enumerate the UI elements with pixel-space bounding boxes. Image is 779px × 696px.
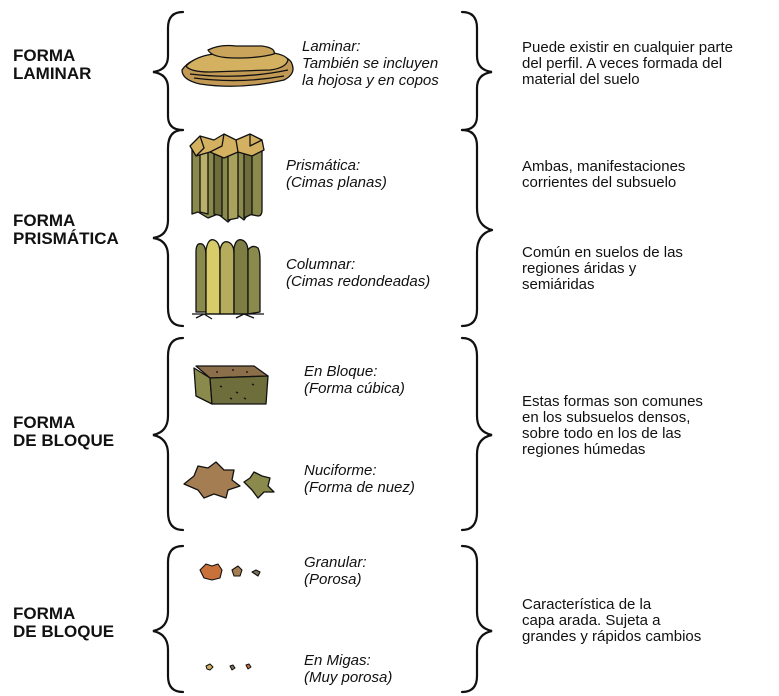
- left-brace-granular: [152, 544, 185, 694]
- group-title-block: FORMA DE BLOQUE: [13, 413, 115, 450]
- granular-soil-icon: [199, 563, 261, 581]
- type-label-columnar: Columnar: (Cimas redondeadas): [286, 256, 431, 290]
- laminar-soil-icon: [181, 44, 294, 87]
- description-block: Estas formas son comunes en los subsuelo…: [522, 393, 703, 458]
- columnar-soil-icon: [192, 239, 264, 320]
- left-brace-block: [152, 336, 185, 532]
- crumb-soil-icon: [205, 663, 252, 671]
- type-label-granular: Granular: (Porosa): [304, 554, 367, 588]
- right-brace-granular: [460, 544, 493, 694]
- block-soil-icon: [193, 365, 269, 405]
- left-brace-laminar: [152, 10, 185, 132]
- prismatic-soil-icon: [189, 133, 265, 223]
- description-laminar: Puede existir en cualquier parte del per…: [522, 39, 733, 88]
- type-label-prismatic: Prismática: (Cimas planas): [286, 157, 387, 191]
- group-title-granular: FORMA DE BLOQUE: [13, 604, 115, 641]
- braces: [152, 10, 494, 694]
- description-prismatic: Ambas, manifestaciones corrientes del su…: [522, 158, 686, 191]
- right-brace-laminar: [460, 10, 493, 132]
- left-brace-prismatic: [152, 128, 185, 328]
- description-columnar: Común en suelos de las regiones áridas y…: [522, 244, 683, 293]
- type-label-block: En Bloque: (Forma cúbica): [304, 363, 405, 397]
- group-title-prismatic: FORMA PRISMÁTICA: [13, 211, 119, 248]
- type-label-nuciform: Nuciforme: (Forma de nuez): [304, 462, 415, 496]
- right-brace-block: [460, 336, 493, 532]
- type-label-crumb: En Migas: (Muy porosa): [304, 652, 393, 686]
- type-label-laminar: Laminar: También se incluyen la hojosa y…: [302, 38, 439, 89]
- right-brace-prismatic-1: [460, 128, 494, 232]
- right-brace-prismatic-2: [460, 228, 494, 328]
- nut-soil-icon: [183, 461, 275, 499]
- description-granular: Característica de la capa arada. Sujeta …: [522, 596, 702, 645]
- group-title-laminar: FORMA LAMINAR: [13, 46, 92, 83]
